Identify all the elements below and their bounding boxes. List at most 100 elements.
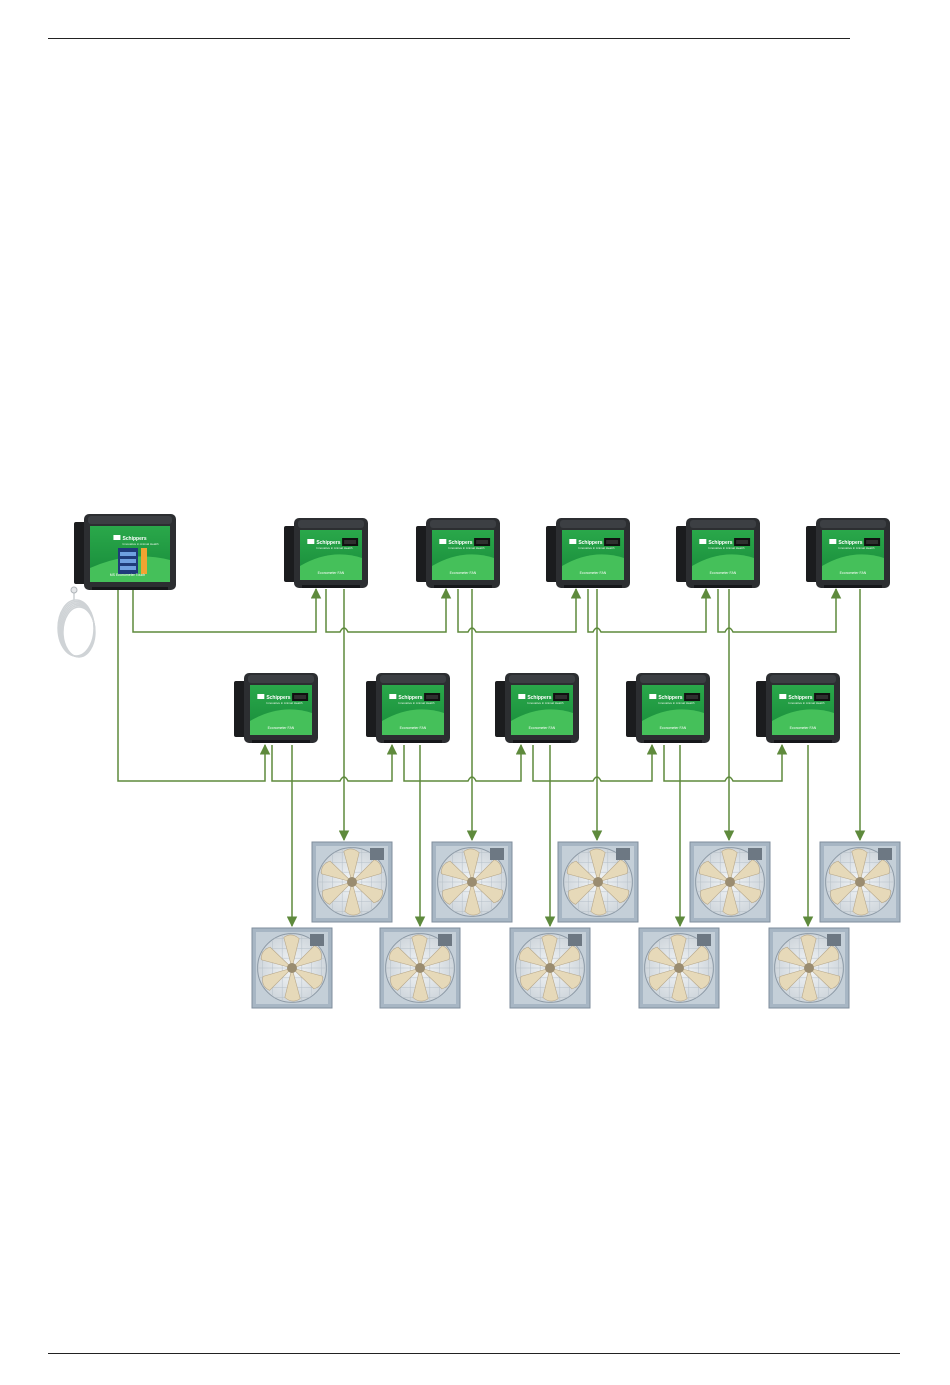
- fan-hub: [855, 877, 865, 887]
- unit-model-label: Econometer FAN: [318, 571, 345, 575]
- brand-logo-text: Schippers: [838, 540, 862, 546]
- brand-logo-text: Schippers: [398, 695, 422, 701]
- master-to-top-wire: [132, 587, 322, 633]
- unit-model-label: Econometer FAN: [400, 726, 427, 730]
- fan-blade: [441, 860, 473, 883]
- fan-hub: [467, 877, 477, 887]
- screen-row: [120, 566, 136, 570]
- sensor-coil-loop: [62, 606, 96, 658]
- fan-blade: [778, 946, 810, 969]
- fan-hub: [415, 963, 425, 973]
- master-to-bottom-wire: [117, 590, 271, 782]
- unit-bottom-strip: [384, 740, 442, 743]
- led-digits: [344, 540, 357, 544]
- fan-blade: [291, 967, 323, 990]
- fan-blade: [699, 860, 731, 883]
- exhaust-fan: [379, 927, 461, 1009]
- logo-icon: [699, 539, 707, 544]
- unit-face-swoosh: [300, 554, 362, 580]
- unit-bottom-strip: [644, 740, 702, 743]
- brand-logo-text: Schippers: [788, 695, 812, 701]
- fan-hub: [725, 877, 735, 887]
- fan-blade: [859, 881, 891, 904]
- fan-blade: [801, 967, 818, 1002]
- brand-tagline: Innovative in Animal Health: [316, 546, 353, 550]
- unit-face-swoosh: [432, 554, 494, 580]
- fan-blade: [322, 881, 353, 905]
- unit-top-lip: [298, 520, 364, 528]
- unit-bottom-strip: [694, 585, 752, 588]
- sensor-cable-coil: [57, 586, 96, 658]
- fan-hub: [287, 963, 297, 973]
- exhaust-fan: [509, 927, 591, 1009]
- led-digits: [555, 695, 568, 699]
- unit-top-lip: [88, 516, 172, 524]
- bottom-chain-wire: [663, 743, 788, 782]
- fan-blade: [589, 848, 606, 883]
- fan-blade: [597, 881, 629, 904]
- unit-face-swoosh: [382, 709, 444, 735]
- brand-logo-text: Schippers: [527, 695, 551, 701]
- unit-model-label: Econometer FAN: [660, 726, 687, 730]
- brand-logo-text: Schippers: [658, 695, 682, 701]
- fan-motor: [827, 934, 841, 946]
- exhaust-fan: [689, 841, 771, 923]
- fan-motor: [490, 848, 504, 860]
- unit-top-lip: [509, 675, 575, 683]
- brand-tagline: Innovative in Animal Health: [527, 701, 564, 705]
- unit-top-lip: [560, 520, 626, 528]
- brand-tagline: Innovative in Animal Health: [122, 542, 159, 546]
- fan-motor: [438, 934, 452, 946]
- brand-logo-text: Schippers: [448, 540, 472, 546]
- fan-blade: [567, 860, 599, 883]
- header-rule: [48, 38, 850, 39]
- unit-model-label: Econometer FAN: [450, 571, 477, 575]
- fan-motor: [370, 848, 384, 860]
- brand-tagline: Innovative in Animal Health: [448, 546, 485, 550]
- logo-icon: [569, 539, 577, 544]
- unit-model-label: Econometer FAN: [790, 726, 817, 730]
- fan-blade: [519, 946, 551, 969]
- led-digits: [294, 695, 307, 699]
- fan-hub: [674, 963, 684, 973]
- unit-top-lip: [380, 675, 446, 683]
- brand-tagline: Innovative in Animal Health: [838, 546, 875, 550]
- unit-top-lip: [690, 520, 756, 528]
- fan-motor: [310, 934, 324, 946]
- unit-top-lip: [430, 520, 496, 528]
- exhaust-fan: [768, 927, 850, 1009]
- led-digits: [426, 695, 439, 699]
- fan-blade: [722, 881, 739, 916]
- fan-hub: [545, 963, 555, 973]
- unit-model-label: Econometer FAN: [529, 726, 556, 730]
- unit-top-lip: [248, 675, 314, 683]
- top-chain-wire: [457, 587, 582, 633]
- fan-motor: [878, 848, 892, 860]
- fan-blade: [671, 967, 688, 1002]
- brand-tagline: Innovative in Animal Health: [658, 701, 695, 705]
- fan-blade: [721, 848, 738, 883]
- unit-face-swoosh: [250, 709, 312, 735]
- top-chain-wire: [587, 587, 712, 633]
- fan-blade: [700, 881, 731, 905]
- unit-face-swoosh: [822, 554, 884, 580]
- unit-face-swoosh: [692, 554, 754, 580]
- unit-bottom-strip: [302, 585, 360, 588]
- led-digits: [816, 695, 829, 699]
- fan-blade: [829, 860, 861, 883]
- unit-top-lip: [640, 675, 706, 683]
- fan-motor: [748, 848, 762, 860]
- fan-blade: [851, 848, 868, 883]
- fan-blade: [729, 881, 761, 904]
- brand-logo-text: Schippers: [316, 540, 340, 546]
- fan-blade: [321, 860, 353, 883]
- fan-blade: [389, 946, 421, 969]
- sensor-head: [70, 586, 78, 594]
